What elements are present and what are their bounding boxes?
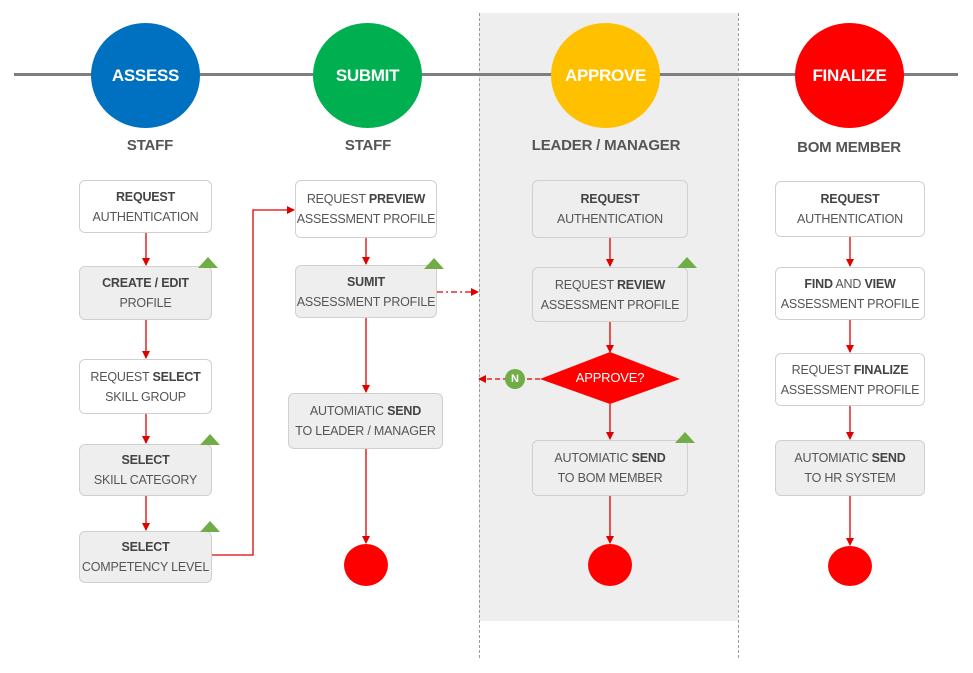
phase-submit-circle: SUBMIT bbox=[313, 23, 422, 128]
check-marker-icon bbox=[424, 258, 444, 269]
arrow-assess-to-submit bbox=[212, 206, 295, 556]
check-marker-icon bbox=[200, 434, 220, 445]
decision-label: APPROVE? bbox=[575, 370, 645, 385]
check-marker-icon bbox=[200, 521, 220, 532]
role-finalize: BOM MEMBER bbox=[797, 139, 901, 156]
decision-no-badge: N bbox=[505, 369, 525, 389]
phase-finalize-circle: FINALIZE bbox=[795, 23, 904, 128]
phase-assess-label: ASSESS bbox=[111, 65, 180, 85]
approve-end-node bbox=[588, 544, 632, 586]
finalize-end-node bbox=[828, 546, 872, 586]
role-assess: STAFF bbox=[126, 137, 174, 154]
check-marker-icon bbox=[675, 432, 695, 443]
check-marker-icon bbox=[677, 257, 697, 268]
lane-divider-left bbox=[479, 13, 480, 658]
phase-assess-circle: ASSESS bbox=[91, 23, 200, 128]
timeline-line bbox=[14, 73, 958, 76]
decision-diamond bbox=[540, 352, 680, 404]
role-approve: LEADER / MANAGER bbox=[531, 137, 681, 154]
phase-submit-label: SUBMIT bbox=[335, 65, 400, 85]
check-marker-icon bbox=[198, 257, 218, 268]
phase-finalize-label: FINALIZE bbox=[812, 65, 887, 85]
phase-approve-circle: APPROVE bbox=[551, 23, 660, 128]
role-submit: STAFF bbox=[344, 137, 392, 154]
lane-divider-right bbox=[738, 13, 739, 658]
phase-approve-label: APPROVE bbox=[564, 65, 647, 85]
submit-end-node bbox=[344, 544, 388, 586]
